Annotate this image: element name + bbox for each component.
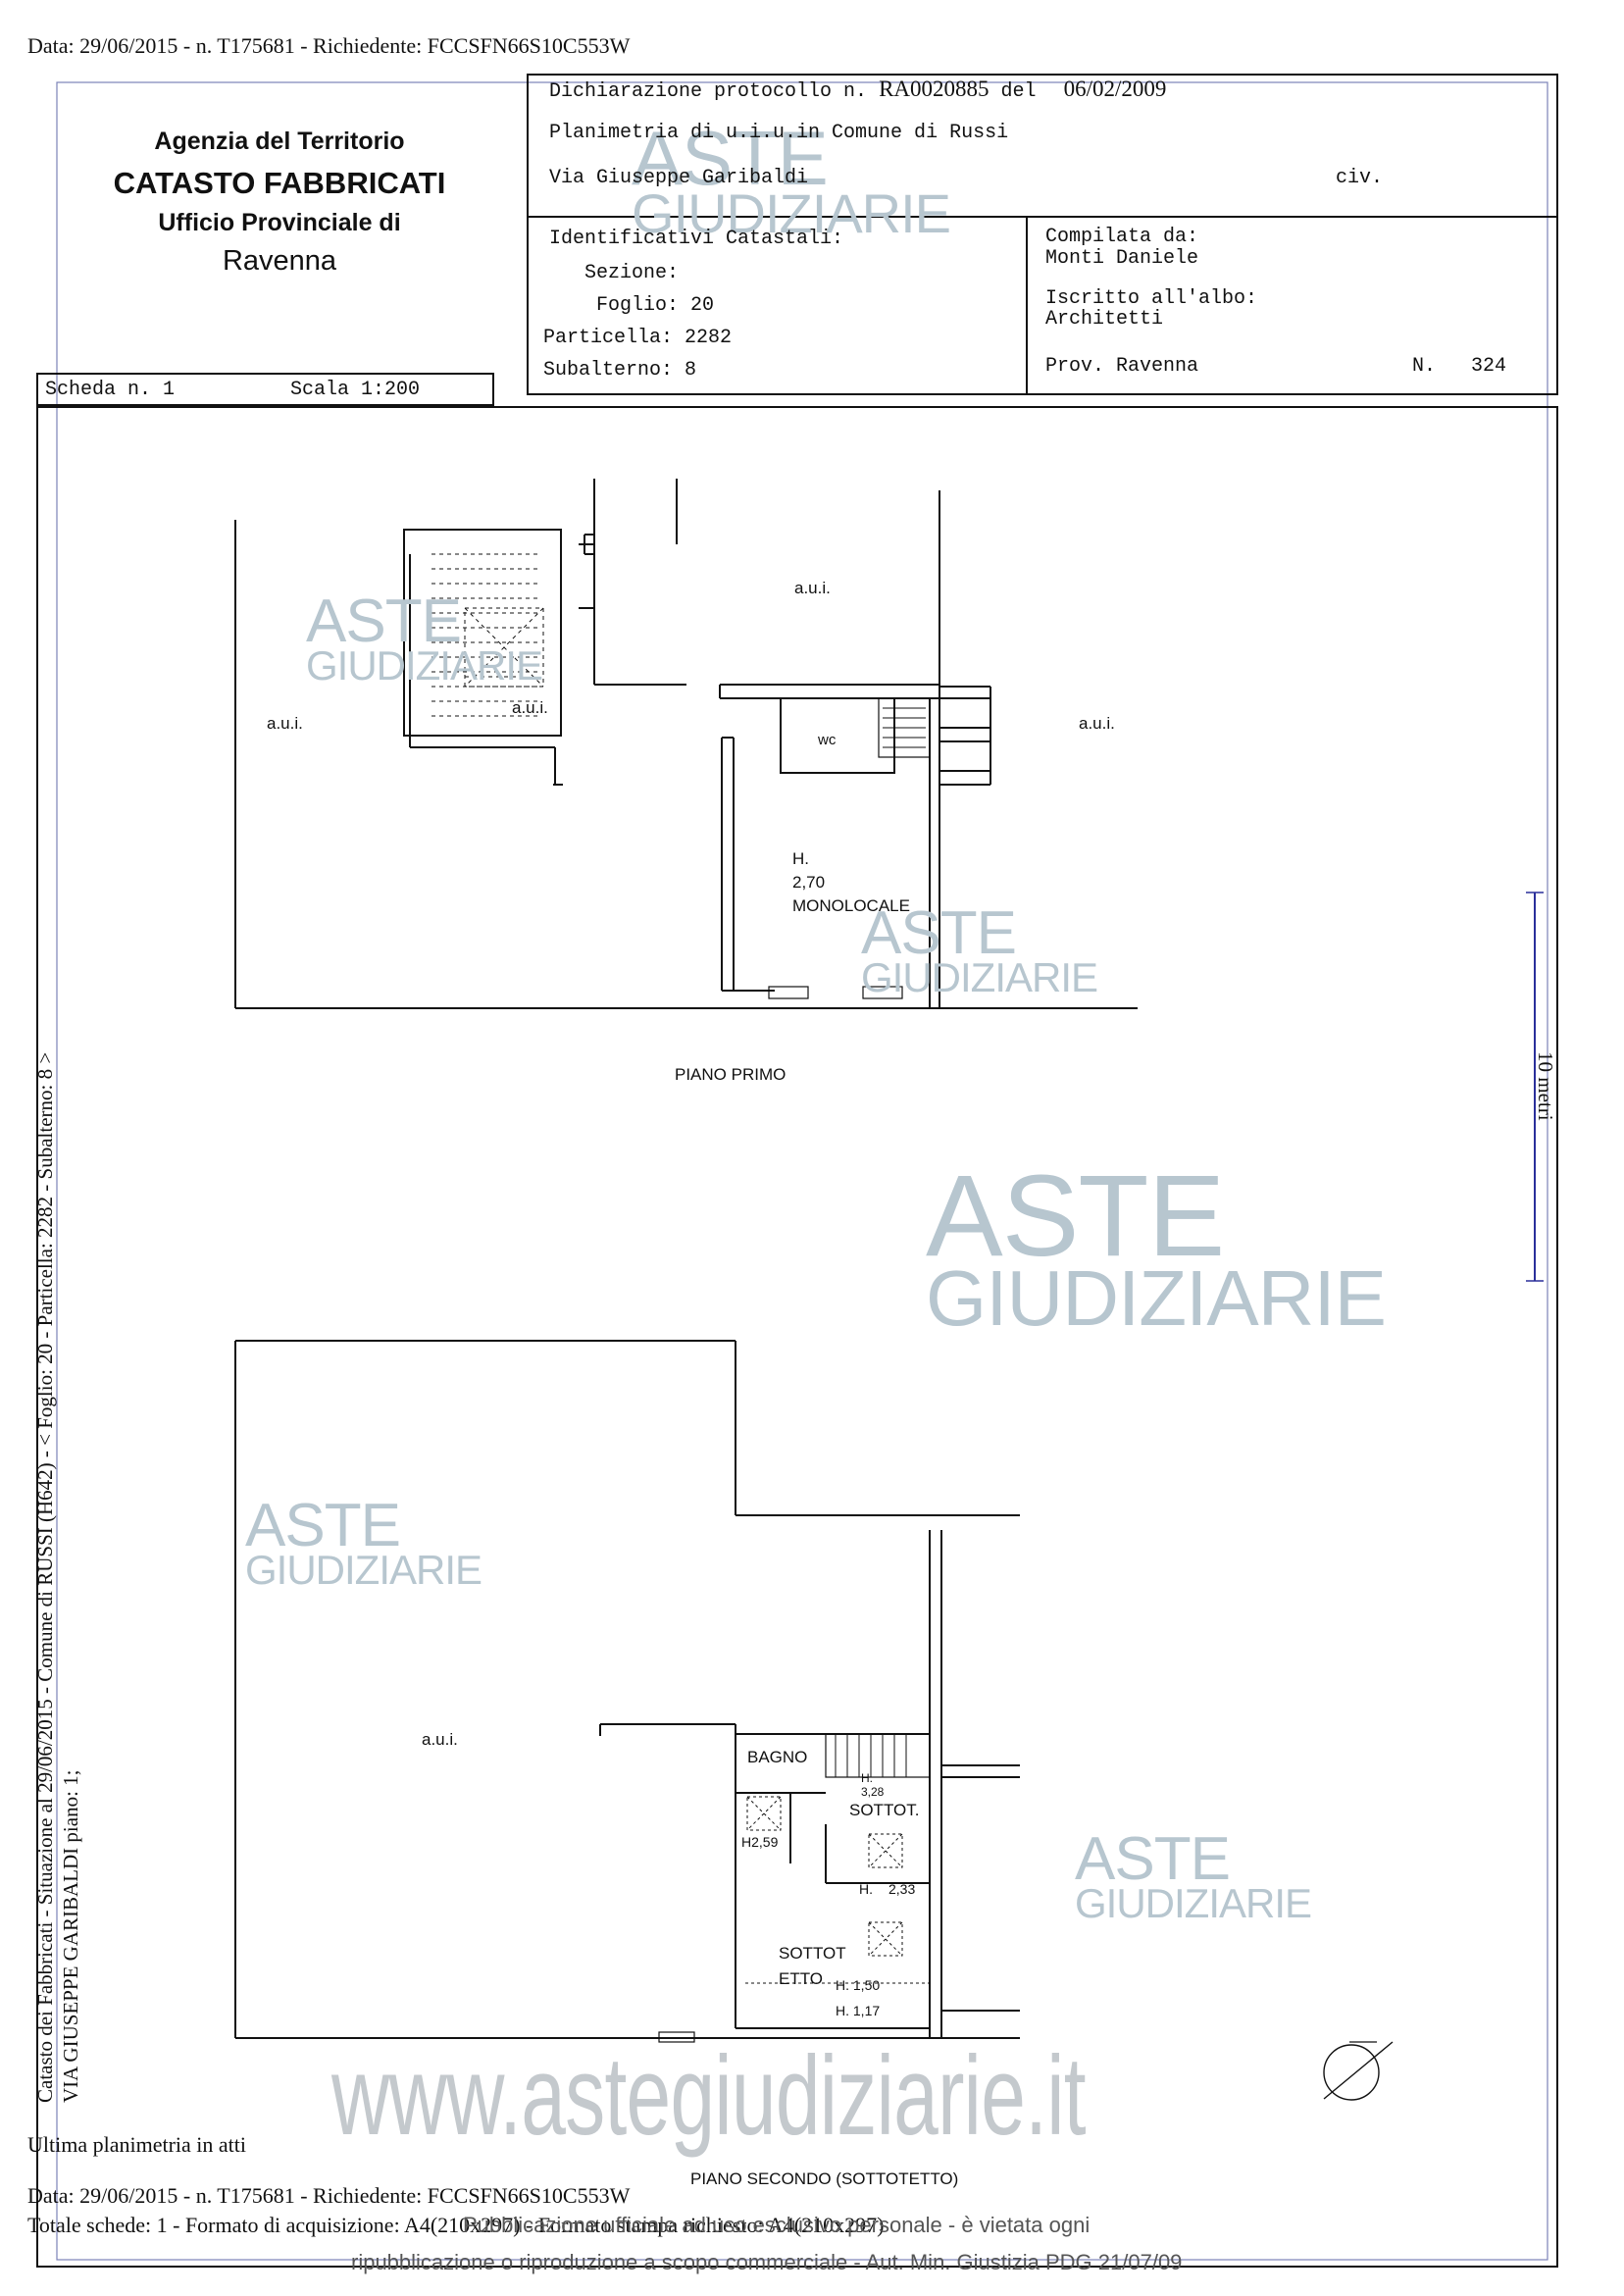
- bagno-label: BAGNO: [747, 1748, 808, 1766]
- office-city: Ravenna: [222, 245, 337, 277]
- height-value: 3,28: [861, 1785, 885, 1799]
- height-label: H.: [859, 1881, 873, 1897]
- floor-title: PIANO SECONDO (SOTTOTETTO): [690, 2169, 959, 2188]
- register-label: Iscritto all'albo:: [1045, 287, 1258, 310]
- agency-name: Agenzia del Territorio: [154, 128, 405, 155]
- register-number: 324: [1471, 355, 1507, 378]
- height-value: 2,33: [888, 1881, 916, 1897]
- foglio-field: Foglio: 20: [596, 294, 715, 317]
- address-line: Via Giuseppe Garibaldi: [549, 167, 809, 189]
- compiler-label: Compilata da:: [1045, 226, 1199, 248]
- watermark-logo: ASTE GIUDIZIARIE: [245, 1492, 482, 1593]
- room-label: a.u.i.: [512, 698, 548, 717]
- footer-commercial-notice: ripubblicazione o riproduzione a scopo c…: [351, 2250, 1183, 2274]
- civ-label: civ.: [1336, 167, 1384, 189]
- planimetria-line: Planimetria di u.i.u.in Comune di Russi: [549, 122, 1009, 144]
- sezione-field: Sezione:: [584, 262, 680, 284]
- register-value: Architetti: [1045, 308, 1164, 331]
- scale-label: Scala 1:200: [290, 379, 421, 401]
- height-value: H2,59: [741, 1834, 779, 1850]
- office-label: Ufficio Provinciale di: [158, 209, 401, 236]
- room-name: MONOLOCALE: [792, 896, 910, 915]
- scale-bar-label: 10 metri: [1534, 1051, 1557, 1121]
- footer-request-line: Data: 29/06/2015 - n. T175681 - Richiede…: [27, 2183, 631, 2208]
- footer-totale: Totale schede: 1 - Formato di acquisizio…: [27, 2213, 885, 2237]
- watermark-logo: ASTE GIUDIZIARIE: [632, 115, 951, 245]
- identifiers-title: Identificativi Catastali:: [549, 228, 844, 250]
- room-label: a.u.i.: [422, 1730, 458, 1749]
- side-address-text: VIA GIUSEPPE GARIBALDI piano: 1;: [59, 1769, 82, 2104]
- protocol-line: Dichiarazione protocollo n. RA0020885 de…: [549, 77, 1167, 103]
- height-value: H. 1,50: [836, 1977, 881, 1993]
- subalterno-field: Subalterno: 8: [543, 359, 697, 382]
- registry-title: CATASTO FABBRICATI: [113, 166, 446, 200]
- particella-field: Particella: 2282: [543, 327, 733, 349]
- room-label: a.u.i.: [794, 579, 831, 597]
- side-situation-text: Catasto dei Fabbricati - Situazione al 2…: [33, 1051, 57, 2103]
- height-label: H.: [792, 849, 809, 868]
- request-header: Data: 29/06/2015 - n. T175681 - Richiede…: [27, 33, 631, 58]
- sottotetto-label: SOTTOT.: [849, 1801, 920, 1819]
- room-label: a.u.i.: [1079, 714, 1115, 733]
- watermark-logo: ASTE GIUDIZIARIE: [306, 587, 543, 689]
- watermark-website: www.astegiudiziarie.it: [331, 2034, 1087, 2159]
- wc-label: wc: [818, 732, 837, 748]
- floor-title: PIANO PRIMO: [675, 1065, 787, 1084]
- compiler-name: Monti Daniele: [1045, 247, 1199, 270]
- sottotetto-label: SOTTOT: [779, 1944, 846, 1963]
- scheda-label: Scheda n. 1: [45, 379, 176, 401]
- ultima-planimetria: Ultima planimetria in atti: [27, 2132, 246, 2157]
- watermark-logo: ASTE GIUDIZIARIE: [926, 1151, 1387, 1343]
- height-value: H. 1,17: [836, 2003, 881, 2018]
- agency-block: Agenzia del Territorio CATASTO FABBRICAT…: [78, 128, 481, 278]
- height-value: 2,70: [792, 873, 826, 892]
- sottotetto-label: ETTO: [779, 1969, 824, 1988]
- room-label: a.u.i.: [267, 714, 303, 733]
- province-field: Prov. Ravenna: [1045, 355, 1199, 378]
- footer-overlay-notice: Pubblicazione ufficiale ad uso esclusivo…: [463, 2213, 1091, 2237]
- watermark-logo: ASTE GIUDIZIARIE: [1075, 1825, 1312, 1926]
- register-number-label: N.: [1412, 355, 1437, 378]
- height-label: H.: [861, 1771, 873, 1785]
- watermark-logo: ASTE GIUDIZIARIE: [861, 899, 1098, 1000]
